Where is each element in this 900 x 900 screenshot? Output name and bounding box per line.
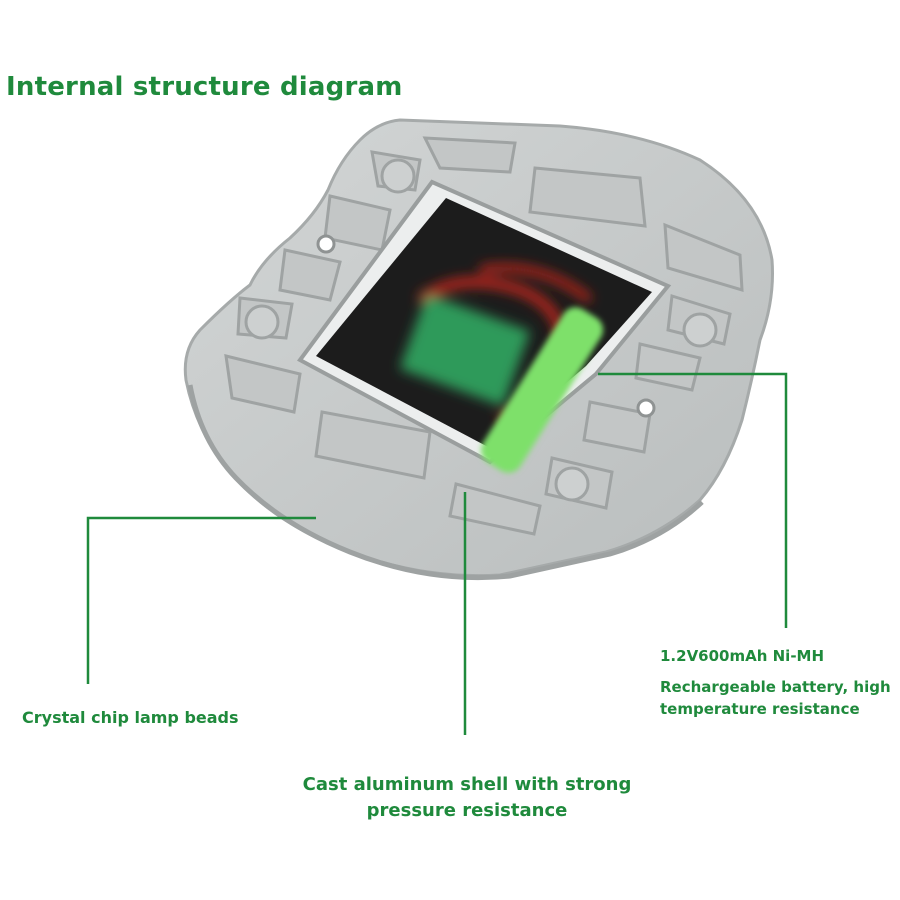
shell-pads	[224, 136, 744, 536]
screw-boss	[244, 304, 280, 340]
mounting-hole	[636, 398, 656, 418]
shell-label-line: Cast aluminum shell with strong	[302, 774, 632, 795]
lamp-beads-label: Crystal chip lamp beads	[22, 708, 239, 727]
leader-line-battery	[598, 372, 788, 628]
battery-cell	[480, 307, 604, 473]
shell-label: Cast aluminum shell with strong pressure…	[300, 772, 634, 824]
shell-pad	[224, 354, 302, 414]
shell-pad	[422, 136, 517, 174]
leader-line-beads	[86, 516, 316, 684]
red-wire	[479, 264, 593, 304]
shell-pad	[582, 400, 652, 454]
shell-pad	[278, 248, 342, 302]
mounting-hole	[316, 234, 336, 254]
battery-description-line: temperature resistance	[660, 700, 860, 718]
shell-pad	[448, 482, 542, 536]
battery-description-line: Rechargeable battery, high	[660, 678, 891, 696]
battery-spec-label: 1.2V600mAh Ni-MH	[660, 647, 825, 665]
shell-pad	[528, 166, 647, 228]
shell-pad	[634, 342, 702, 392]
pcb-board	[399, 293, 531, 407]
screw-boss	[380, 158, 416, 194]
screw-boss	[682, 312, 718, 348]
shell-rim	[187, 384, 704, 581]
shell-label-line: pressure resistance	[366, 800, 568, 821]
shell-pad	[663, 222, 744, 293]
shell-pad	[314, 410, 432, 480]
page-title: Internal structure diagram	[6, 72, 403, 102]
battery-description: Rechargeable battery, high temperature r…	[660, 676, 900, 720]
screw-boss	[554, 466, 590, 502]
